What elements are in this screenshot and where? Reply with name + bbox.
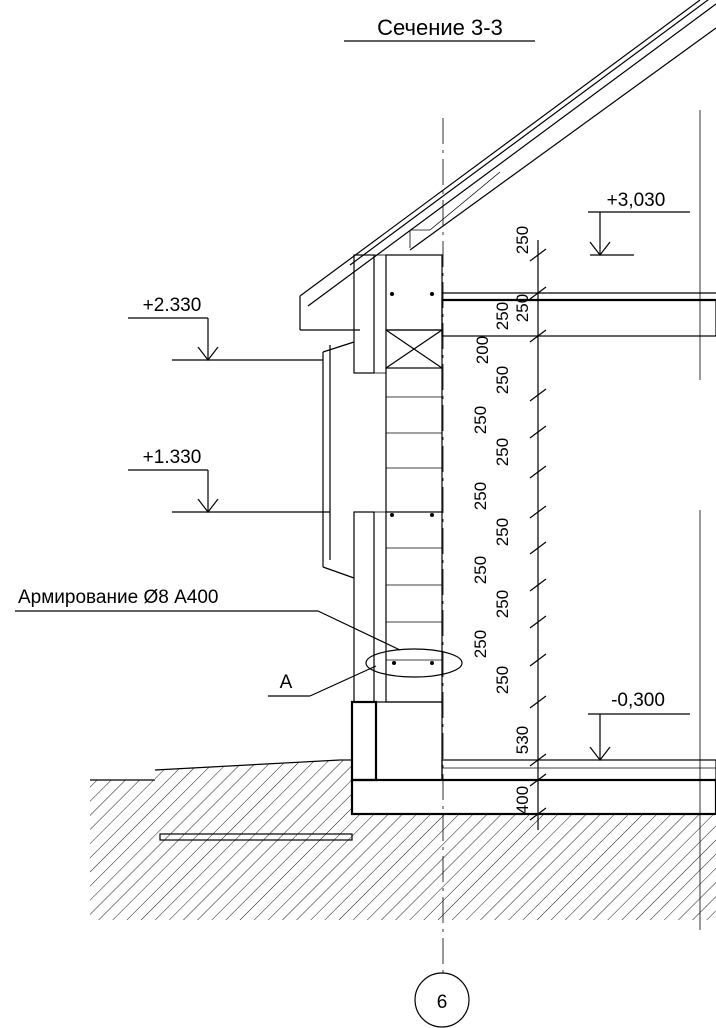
ground-terrain	[90, 759, 716, 920]
upper-floor-slab	[441, 292, 716, 337]
wall-lower	[353, 292, 443, 703]
window-zone	[322, 341, 443, 579]
dimension-label: 250	[493, 590, 512, 618]
dimension-label: 250	[471, 406, 490, 434]
dimension-label: 530	[513, 726, 532, 754]
dimension-tick	[529, 653, 547, 667]
axis-marker: 6	[414, 972, 470, 1028]
dimension-tick	[529, 753, 547, 767]
detail-a-label: А	[280, 672, 293, 693]
axis-marker-label: 6	[437, 992, 448, 1013]
dimension-label: 400	[513, 786, 532, 814]
elevation-label-3030: +3,030	[607, 190, 666, 211]
dimension-tick	[529, 329, 547, 343]
dimension-label: 250	[513, 294, 532, 322]
dimension-label: 250	[493, 366, 512, 394]
dimension-tick	[529, 425, 547, 439]
foundation-slab	[350, 778, 716, 816]
foundation-wall	[350, 700, 443, 782]
elevation-label-2330: +2.330	[143, 295, 202, 316]
wall-upper	[353, 254, 443, 374]
dimension-label: 250	[493, 518, 512, 546]
dimension-tick	[529, 615, 547, 629]
reinforcement-label: Армирование Ø8 А400	[18, 587, 218, 608]
elevation-mark-3030: +3,030	[588, 190, 690, 256]
dimension-tick	[529, 505, 547, 519]
dimension-label: 250	[493, 438, 512, 466]
reinforcement-callout: Армирование Ø8 А400	[15, 587, 463, 678]
elevation-mark-2330: +2.330	[128, 295, 323, 361]
dimension-tick	[529, 578, 547, 592]
dimension-chain: 2502502502002502502502502502502502502505…	[471, 226, 547, 830]
floor-layers	[441, 759, 716, 781]
dimension-tick	[529, 388, 547, 402]
dimension-tick	[529, 465, 547, 479]
dimension-label: 250	[493, 666, 512, 694]
dimension-tick	[529, 286, 547, 300]
dimension-tick	[529, 695, 547, 709]
dimension-label: 250	[471, 630, 490, 658]
dimension-label: 200	[473, 336, 492, 364]
dimension-tick	[529, 248, 547, 262]
dimension-label: 250	[471, 482, 490, 510]
dimension-tick	[529, 807, 547, 821]
elevation-mark-0300: -0,300	[588, 690, 690, 761]
elevation-label-0300: -0,300	[611, 690, 665, 711]
dimension-tick	[529, 773, 547, 787]
dimension-label: 250	[493, 302, 512, 330]
elevation-label-1330: +1.330	[143, 447, 202, 468]
dimension-tick	[529, 541, 547, 555]
dimension-label: 250	[471, 556, 490, 584]
elevation-mark-1330: +1.330	[128, 447, 330, 513]
roof-rafters	[299, 0, 716, 331]
section-title: Сечение 3-3	[377, 15, 503, 40]
detail-a-callout: А	[268, 665, 377, 697]
dimension-label: 250	[513, 226, 532, 254]
